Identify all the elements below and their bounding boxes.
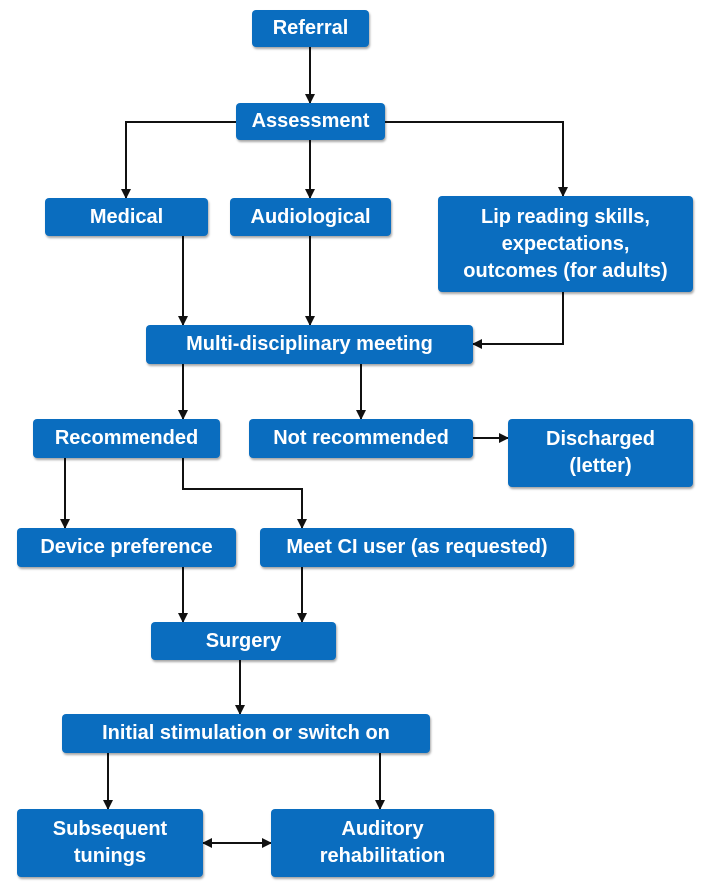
node-subsequent-tunings-label: Subsequent tunings: [52, 818, 168, 867]
arrow-lip-reading-to-mdm: [472, 292, 564, 349]
node-not-recommended-label: Not recommended: [273, 427, 449, 449]
arrow-assessment-to-lip-reading: [385, 121, 568, 197]
node-recommended: Recommended: [33, 419, 220, 458]
arrow-recommended-to-meet-ci-user: [182, 458, 307, 529]
node-surgery: Surgery: [151, 622, 336, 660]
node-assessment: Assessment: [236, 103, 385, 140]
node-not-recommended: Not recommended: [249, 419, 473, 458]
node-auditory-rehabilitation-label: Auditory rehabilitation: [319, 818, 446, 867]
node-audiological: Audiological: [230, 198, 391, 236]
node-audiological-label: Audiological: [250, 205, 371, 228]
node-multi-disciplinary-meeting-label: Multi-disciplinary meeting: [186, 333, 433, 355]
node-device-preference-label: Device preference: [40, 536, 213, 558]
arrow-assessment-to-medical: [121, 121, 236, 199]
node-initial-stimulation: Initial stimulation or switch on: [62, 714, 430, 753]
node-auditory-rehabilitation: Auditory rehabilitation: [271, 809, 494, 877]
node-referral-label: Referral: [272, 17, 349, 39]
node-lip-reading: Lip reading skills, expectations, outcom…: [438, 196, 693, 292]
node-recommended-label: Recommended: [54, 427, 199, 449]
node-assessment-label: Assessment: [251, 110, 370, 132]
node-lip-reading-label: Lip reading skills, expectations, outcom…: [463, 205, 668, 282]
node-multi-disciplinary-meeting: Multi-disciplinary meeting: [146, 325, 473, 364]
node-medical-label: Medical: [89, 205, 164, 228]
node-discharged: Discharged (letter): [508, 419, 693, 487]
node-discharged-label: Discharged (letter): [546, 428, 655, 477]
node-medical: Medical: [45, 198, 208, 236]
node-referral: Referral: [252, 10, 369, 47]
node-initial-stimulation-label: Initial stimulation or switch on: [102, 722, 390, 744]
node-meet-ci-user: Meet CI user (as requested): [260, 528, 574, 567]
node-meet-ci-user-label: Meet CI user (as requested): [286, 536, 548, 558]
node-surgery-label: Surgery: [205, 629, 282, 652]
node-subsequent-tunings: Subsequent tunings: [17, 809, 203, 877]
node-device-preference: Device preference: [17, 528, 236, 567]
